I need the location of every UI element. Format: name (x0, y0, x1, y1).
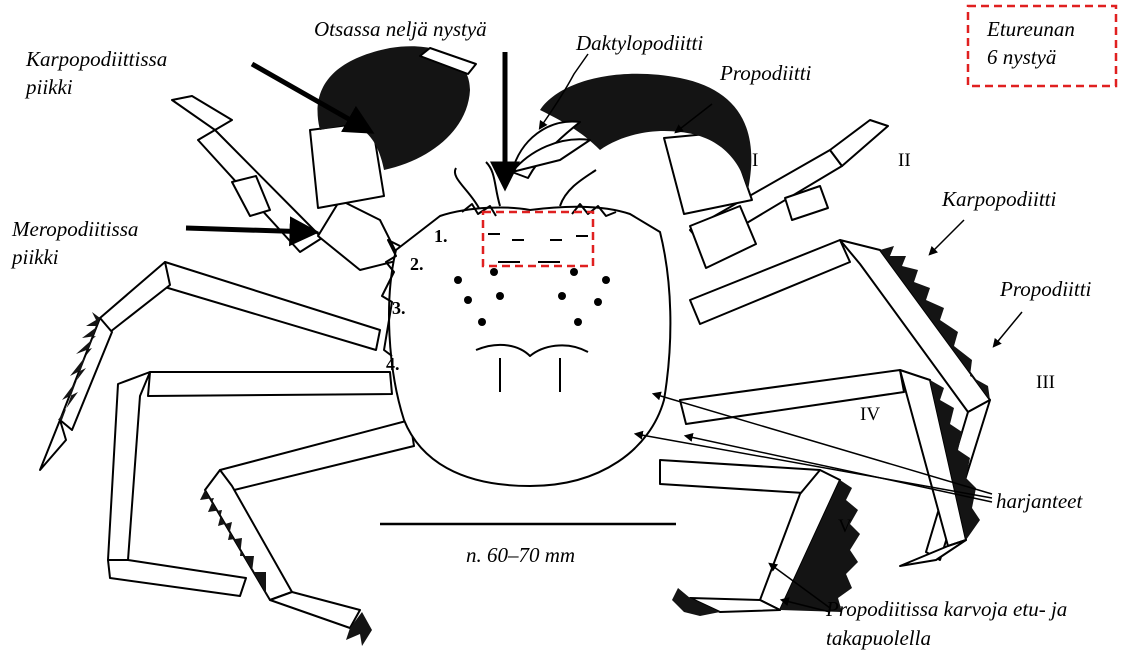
label-karpopodiittissa-piikki-2: piikki (24, 75, 73, 99)
label-daktylopodiitti: Daktylopodiitti (575, 31, 703, 55)
leg-label-1: I (752, 150, 758, 171)
label-karpopodiittissa-piikki-1: Karpopodiittissa (25, 47, 167, 71)
leg-label-3: III (1036, 372, 1055, 393)
label-karpopodiitti-right: Karpopodiitti (941, 187, 1057, 211)
label-otsassa: Otsassa neljä nystyä (314, 17, 487, 41)
label-meropodiitissa-piikki-1: Meropodiitissa (11, 217, 138, 241)
carapace (389, 207, 670, 486)
leg-label-2: II (898, 150, 911, 171)
label-propodiitissa-karvoja-2: takapuolella (826, 626, 931, 650)
label-propodiitissa-karvoja-1: Propodiitissa karvoja etu- ja (825, 597, 1067, 621)
label-etureunan: Etureunan (986, 17, 1075, 41)
tooth-label-4: 4. (386, 354, 400, 374)
label-propodiitti-top: Propodiitti (719, 61, 812, 85)
label-6-nystya: 6 nystyä (987, 45, 1056, 69)
label-harjanteet: harjanteet (996, 489, 1083, 513)
leg-label-4: IV (860, 404, 880, 425)
tooth-label-1: 1. (434, 226, 448, 246)
label-scale: n. 60–70 mm (466, 543, 575, 567)
tooth-label-3: 3. (392, 298, 406, 318)
label-propodiitti-right: Propodiitti (999, 277, 1092, 301)
tooth-label-2: 2. (410, 254, 424, 274)
label-meropodiitissa-piikki-2: piikki (10, 245, 59, 269)
leg-label-5: V (838, 516, 852, 537)
